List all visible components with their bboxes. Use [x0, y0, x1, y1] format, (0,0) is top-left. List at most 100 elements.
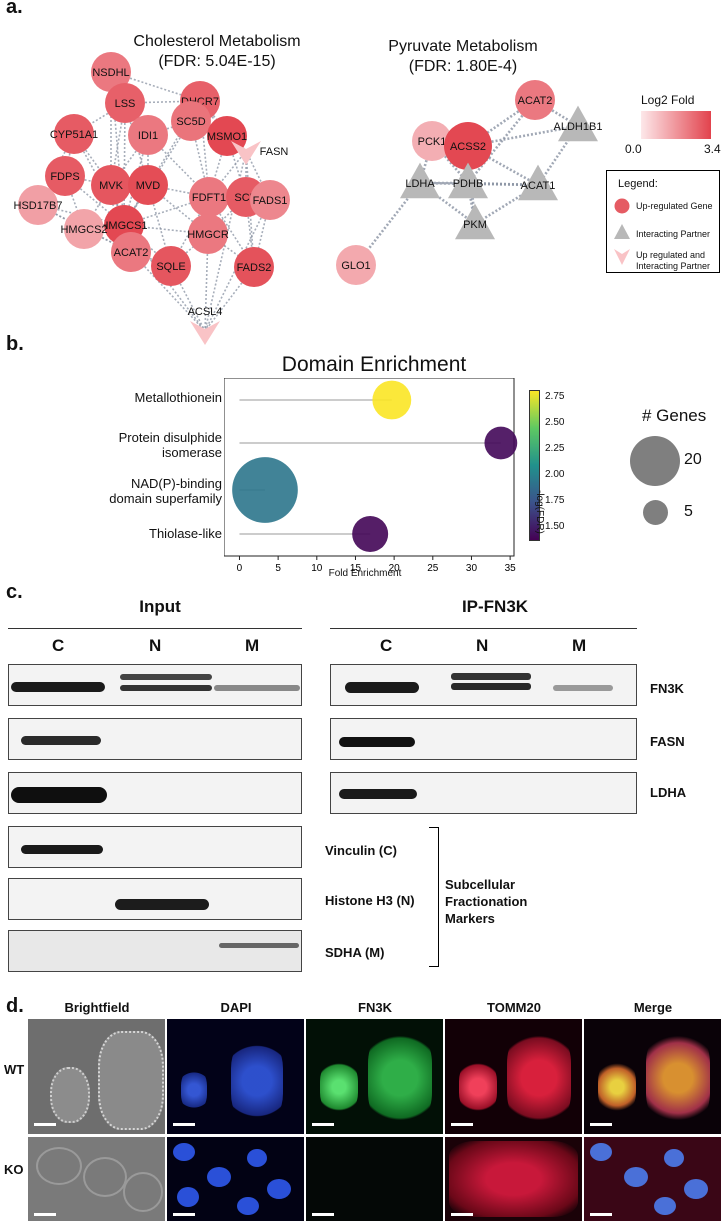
network-legend: Legend: Up-regulated Gene Interacting Pa… [606, 170, 720, 273]
cholesterol-title-line2: (FDR: 5.04E-15) [158, 53, 276, 70]
x-tick-label: 20 [389, 563, 401, 574]
cbtick-0: 2.75 [545, 391, 565, 402]
scale-bar [312, 1123, 334, 1126]
node-label: LSS [115, 98, 136, 110]
x-tick-label: 10 [311, 563, 323, 574]
ko-merge-image [584, 1137, 721, 1221]
legend-shapes [614, 198, 630, 265]
pyruvate-title-line2: (FDR: 1.80E-4) [408, 58, 518, 75]
legend-title: Legend: [618, 178, 658, 190]
blot-input-vinculin [8, 826, 302, 868]
node-label: SC5D [176, 116, 205, 128]
network-node-acss2: ACSS2 [444, 122, 492, 170]
blot-input-fn3k [8, 664, 302, 706]
x-tick-label: 25 [427, 563, 439, 574]
x-tick-label: 30 [466, 563, 478, 574]
network-node-fasn: FASN [231, 141, 288, 165]
panel-label-b: b. [6, 333, 24, 355]
band [21, 736, 101, 745]
wt-dapi-image [167, 1019, 304, 1134]
wt-merge-image [584, 1019, 721, 1134]
panel-label-c: c. [6, 581, 23, 603]
node-triangle [558, 105, 598, 142]
node-v [190, 321, 220, 345]
node-circle [336, 245, 376, 285]
node-circle [151, 246, 191, 286]
cholesterol-title: Cholesterol Metabolism (FDR: 5.04E-15) [108, 32, 326, 72]
ko-fn3k-image [306, 1137, 443, 1221]
network-node-fdps: FDPS [45, 156, 85, 196]
network-node-lss: LSS [105, 83, 145, 123]
x-tick-label: 5 [275, 563, 281, 574]
node-label: ACAT2 [114, 247, 149, 259]
node-circle [234, 247, 274, 287]
network-edge [467, 124, 579, 148]
ip-title: IP-FN3K [461, 597, 529, 616]
node-label: FASN [260, 146, 289, 158]
nucleus [267, 1179, 291, 1199]
label-sdha: SDHA (M) [325, 945, 385, 960]
network-node-hsd17b7: HSD17B7 [14, 185, 63, 225]
nucleus [177, 1187, 199, 1207]
network-node-idi1: IDI1 [128, 115, 168, 155]
x-tick-label: 15 [350, 563, 362, 574]
node-label: SQLE [156, 261, 185, 273]
node-label: FADS1 [253, 195, 288, 207]
cell-cluster [98, 1031, 164, 1130]
network-node-nsdhl: NSDHL [91, 52, 131, 92]
node-label: ACAT2 [518, 95, 553, 107]
marker-group-line1: Subcellular [445, 877, 516, 892]
ko-tomm20-image [445, 1137, 582, 1221]
marker-bracket [429, 827, 439, 967]
ip-lane-m: M [572, 636, 587, 655]
blot-input-ldha [8, 772, 302, 814]
node-circle [54, 114, 94, 154]
nucleus [173, 1143, 195, 1161]
input-lane-m: M [245, 636, 260, 655]
network-edge [130, 251, 172, 267]
node-label: ACAT1 [521, 180, 556, 192]
node-label: FDFT1 [192, 192, 226, 204]
cell-signal [646, 1029, 710, 1127]
cbtick-3: 2.00 [545, 469, 565, 480]
network-node-glo1: GLO1 [336, 245, 376, 285]
node-label: HMGCS2 [60, 224, 107, 236]
node-label: LDHA [405, 178, 435, 190]
col-fn3k: FN3K [358, 1000, 392, 1015]
network-edge [466, 182, 477, 225]
node-circle [444, 122, 492, 170]
band [120, 685, 212, 691]
nucleus [247, 1149, 267, 1167]
cell-signal [449, 1141, 578, 1217]
band [214, 685, 300, 691]
bubble-2 [232, 457, 298, 523]
network-node-fdft1: FDFT1 [189, 177, 229, 217]
size-legend-big-label: 20 [684, 451, 702, 468]
band [451, 673, 531, 680]
node-label: PDHB [453, 178, 484, 190]
legend-circle-icon [614, 198, 630, 214]
scale-bar [173, 1213, 195, 1216]
cell-signal [507, 1029, 571, 1127]
legend-triangle-icon [614, 224, 630, 239]
node-label: HSD17B7 [14, 200, 63, 212]
node-circle [250, 180, 290, 220]
scale-bar [451, 1213, 473, 1216]
node-circle [128, 115, 168, 155]
node-triangle [448, 162, 488, 199]
pyruvate-title: Pyruvate Metabolism (FDR: 1.80E-4) [368, 37, 558, 77]
node-v [231, 141, 261, 165]
panel-label-d: d. [6, 995, 24, 1017]
network-node-sqle: SQLE [151, 246, 191, 286]
node-circle [45, 156, 85, 196]
cell-signal [368, 1029, 432, 1127]
band [339, 737, 415, 747]
node-triangle [455, 203, 495, 240]
col-tomm20: TOMM20 [487, 1000, 541, 1015]
node-triangle [518, 164, 558, 201]
cholesterol-title-line1: Cholesterol Metabolism [133, 33, 301, 50]
network-node-pdhb: PDHB [448, 162, 488, 199]
